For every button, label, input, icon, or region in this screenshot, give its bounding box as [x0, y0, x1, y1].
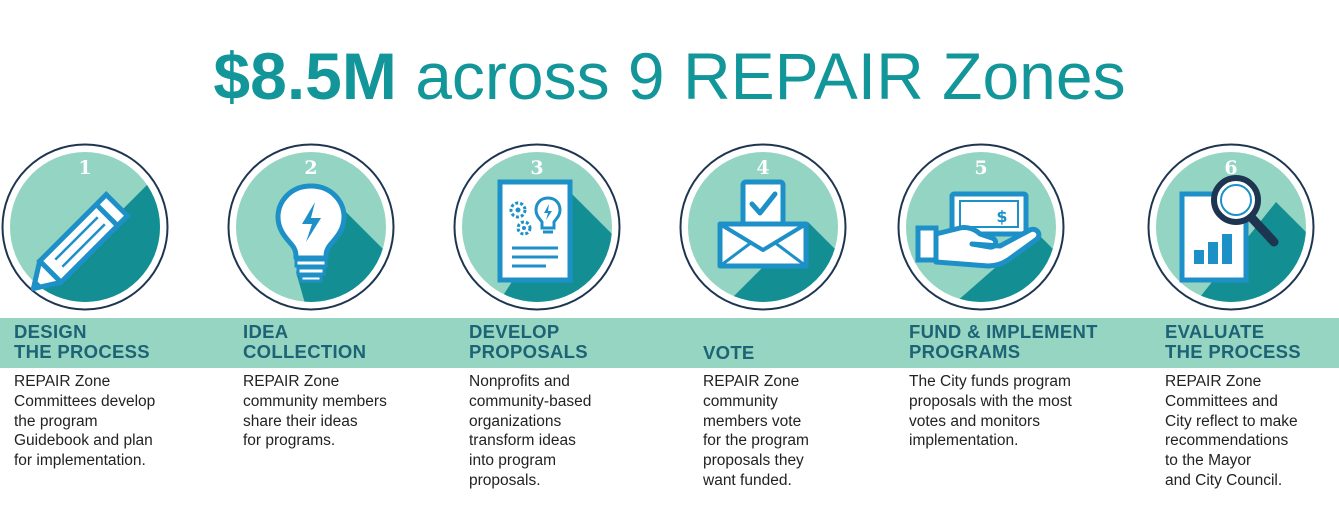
pencil-icon: [30, 191, 131, 292]
step-4-number: 4: [756, 157, 769, 179]
lightbulb-icon: [275, 183, 347, 283]
ballot-envelope-icon: [717, 179, 809, 269]
step-6-number: 6: [1224, 157, 1237, 179]
page-title: $8.5M across 9 REPAIR Zones: [0, 36, 1339, 116]
title-amount: $8.5M: [213, 39, 397, 113]
hand-money-icon: $: [915, 191, 1042, 269]
step-3-circle: 3: [452, 142, 622, 312]
title-rest: across 9 REPAIR Zones: [396, 39, 1126, 113]
svg-text:$: $: [996, 207, 1007, 226]
step-2-number: 2: [304, 157, 317, 179]
step-5-number: 5: [974, 157, 987, 179]
step-1-circle: 1: [0, 142, 170, 312]
steps-band: [0, 318, 1339, 368]
step-5-circle: 5 $: [896, 142, 1066, 312]
step-4-label: VOTE: [703, 342, 755, 363]
step-6-circle: 6: [1146, 142, 1316, 312]
step-1-number: 1: [78, 157, 91, 179]
step-2-circle: 2: [226, 142, 396, 312]
step-4-circle: 4: [678, 142, 848, 312]
proposal-document-icon: [497, 179, 573, 283]
step-3-number: 3: [530, 157, 543, 179]
report-magnifier-icon: [1179, 175, 1279, 283]
